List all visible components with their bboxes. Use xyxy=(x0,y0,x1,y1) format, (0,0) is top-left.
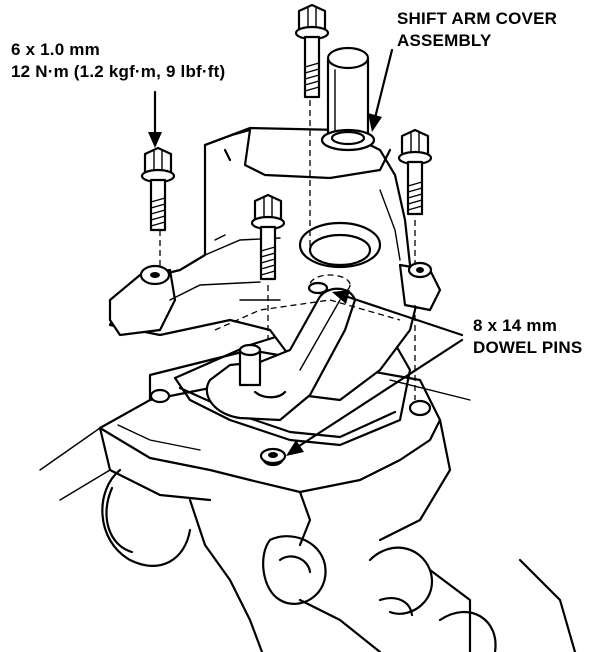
leader-dowel-pins xyxy=(286,290,464,456)
bolt-size-label: 6 x 1.0 mm xyxy=(11,40,100,59)
cover-assembly-label-line1: SHIFT ARM COVER xyxy=(397,9,558,28)
bolt-torque-label: 12 N·m (1.2 kgf·m, 9 lbf·ft) xyxy=(11,62,226,81)
dowel-pin-rear xyxy=(307,281,329,295)
dowel-pin-name-label: DOWEL PINS xyxy=(473,338,583,357)
bolt-center xyxy=(250,193,286,281)
bolt-left xyxy=(140,146,176,232)
transmission-case xyxy=(39,348,577,652)
bolt-top-center xyxy=(294,3,330,99)
shift-shaft xyxy=(320,46,376,152)
dowel-pin-front xyxy=(259,447,287,465)
bolt-right xyxy=(397,128,433,216)
hidden-lines xyxy=(159,70,416,400)
leader-bolt-spec xyxy=(148,90,162,148)
shift-arm xyxy=(205,287,357,422)
leader-cover-assembly xyxy=(368,48,394,132)
dowel-pin-size-label: 8 x 14 mm xyxy=(473,316,558,335)
cover-assembly-label-line2: ASSEMBLY xyxy=(397,31,492,50)
